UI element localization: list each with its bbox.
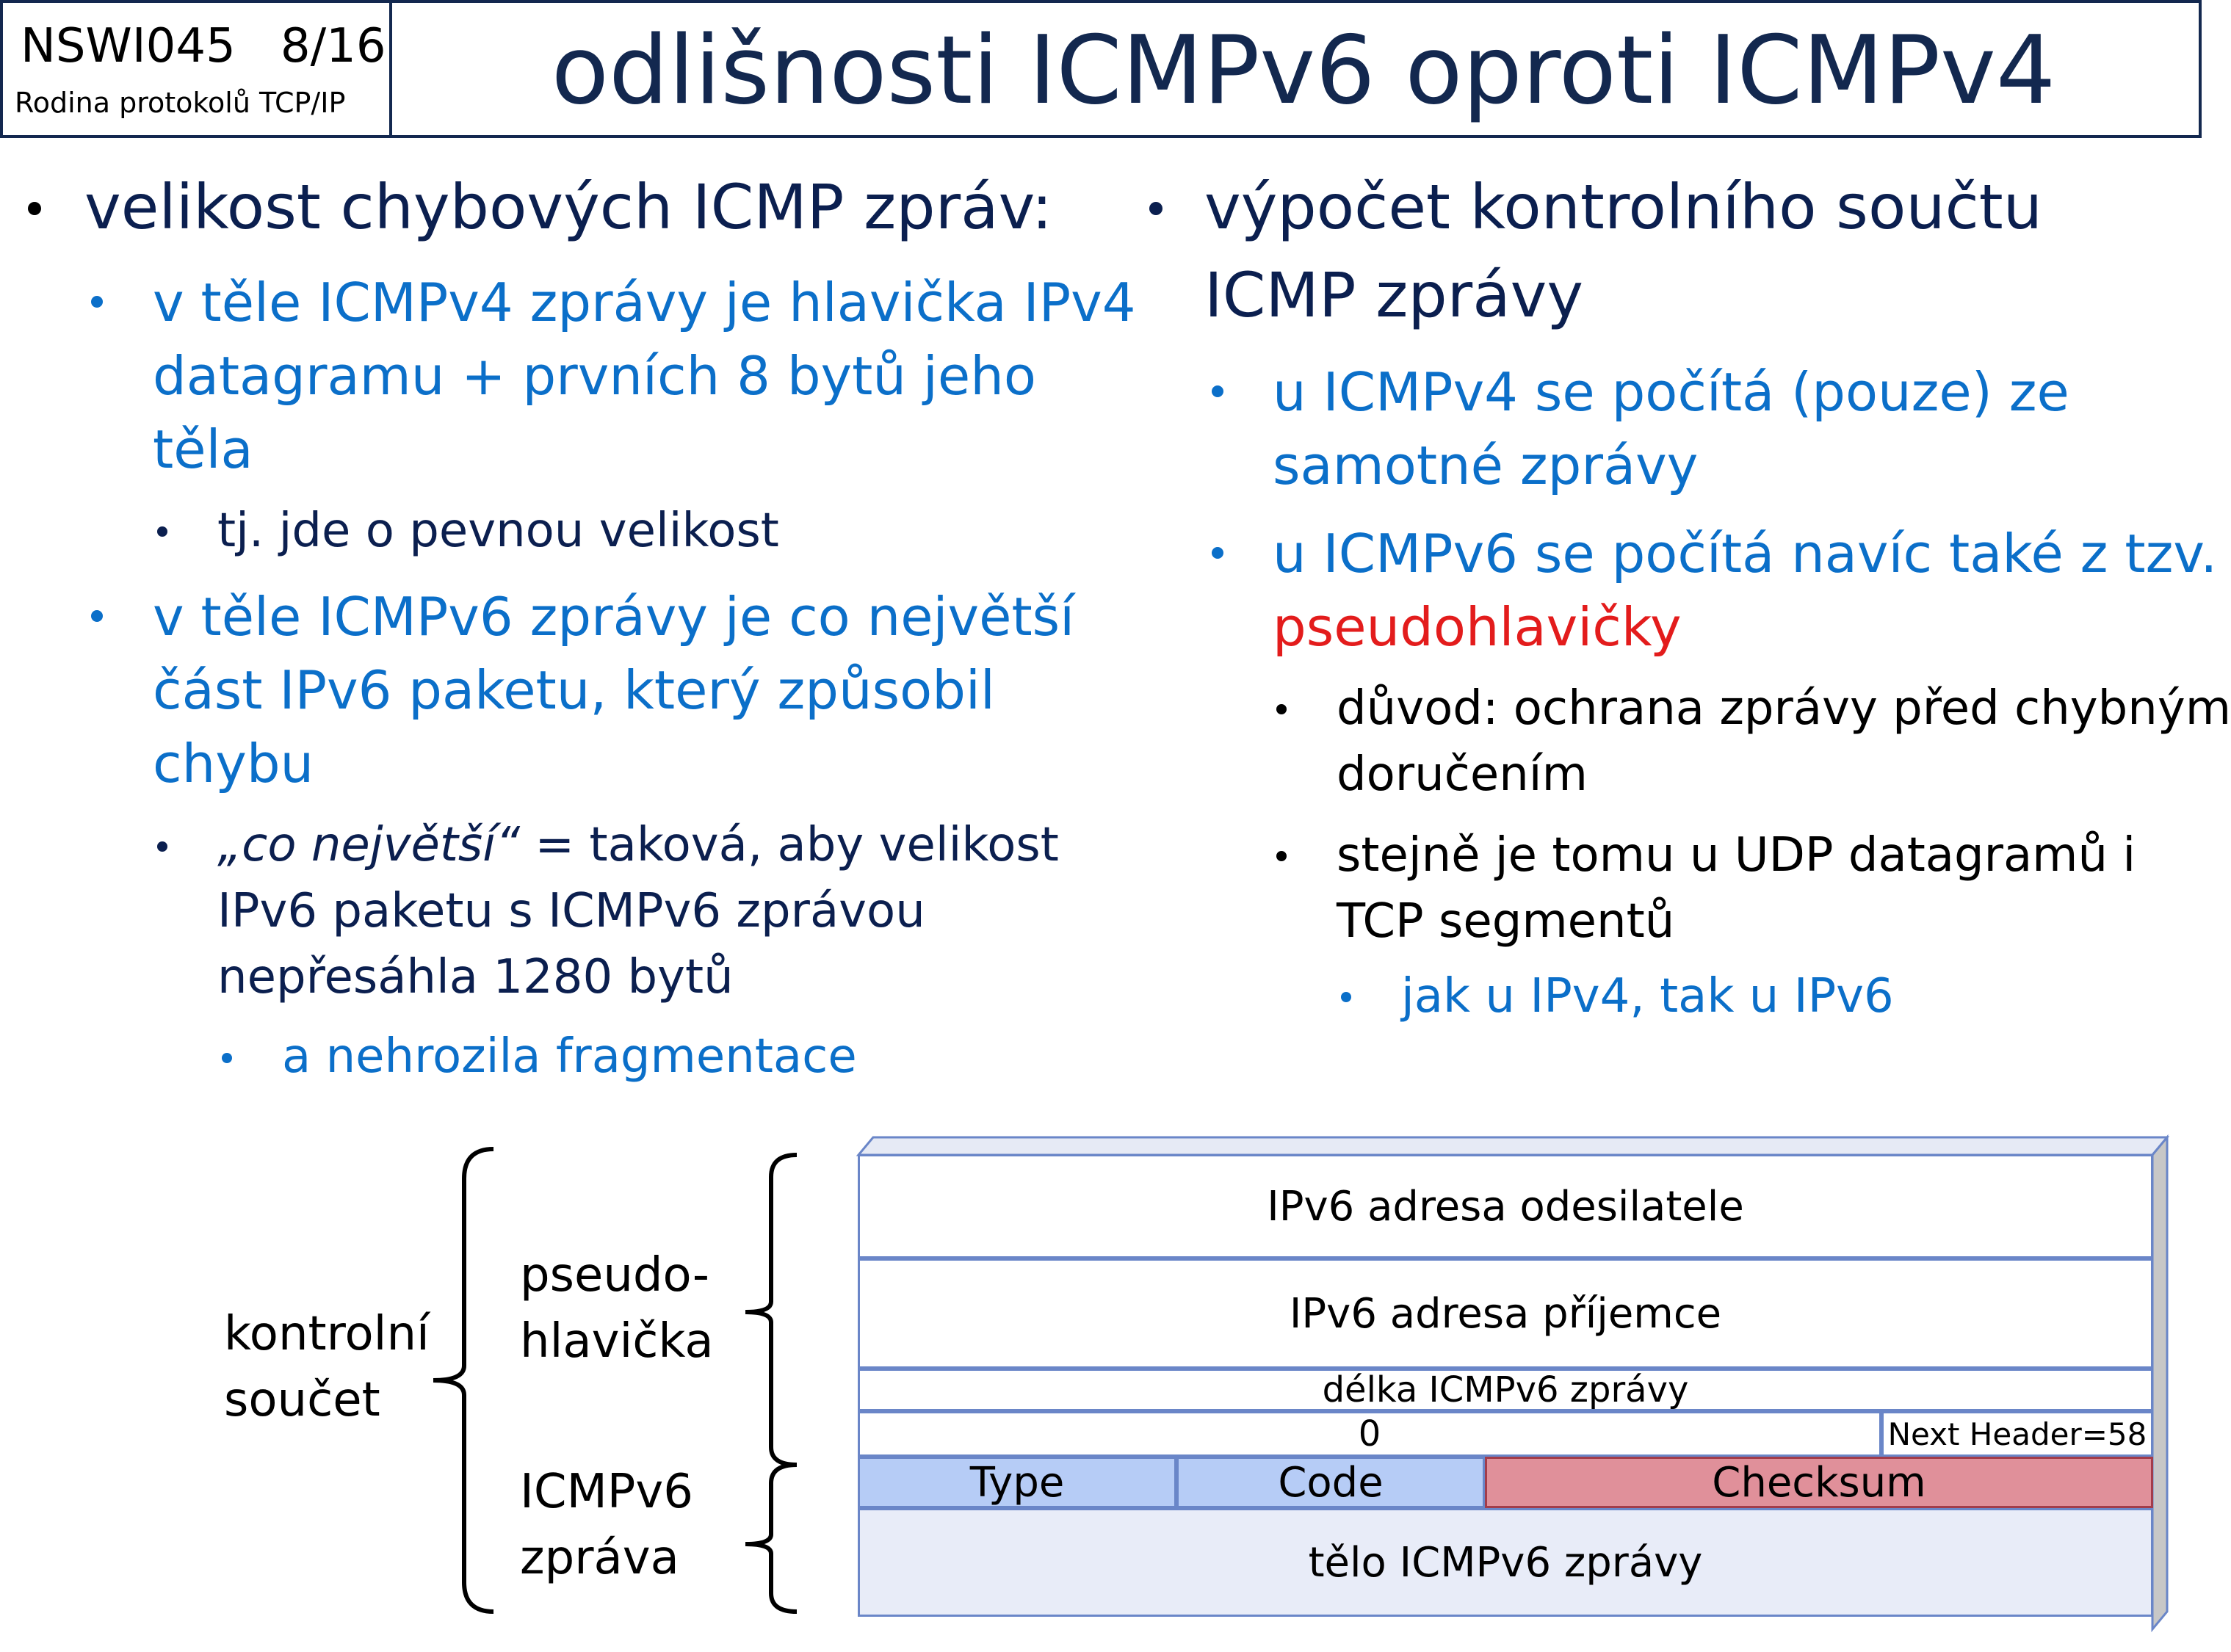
braces-graphic [433,1147,798,1614]
field-type: Type [858,1457,1176,1508]
header-frame [0,0,2202,138]
right-heading-1: výpočet kontrolního součtu [1204,171,2042,243]
left-c3: nepřesáhla 1280 bytů [217,950,734,1004]
left-b3: chybu [153,733,314,794]
row-message-length: délka ICMPv6 zprávy [858,1369,2153,1411]
bullet-dot [91,610,103,622]
bullet-dot [1212,547,1223,559]
checksum-label-2: součet [224,1373,380,1427]
right-a1: u ICMPv4 se počítá (pouze) ze [1273,361,2069,423]
row-message-body: tělo ICMPv6 zprávy [858,1508,2153,1617]
left-c1: „co největší“ = taková, aby velikost [217,818,1059,872]
course-subtitle: Rodina protokolů TCP/IP [15,87,346,119]
bullet-dot [1341,992,1351,1002]
row-destination-address: IPv6 adresa příjemce [858,1258,2153,1369]
icmp-label-2: zpráva [520,1531,679,1585]
right-e1: jak u IPv4, tak u IPv6 [1401,969,1894,1024]
left-b2: část IPv6 paketu, který způsobil [153,659,995,721]
right-b2-pseudoheader: pseudohlavičky [1273,596,1682,658]
brace-icmp-message [745,1463,798,1614]
right-d2: TCP segmentů [1337,894,1675,949]
slide-title: odlišnosti ICMPv6 oproti ICMPv4 [551,16,2056,126]
bullet-dot [157,526,167,537]
left-d1: a nehrozila fragmentace [282,1029,857,1084]
bullet-dot [1212,385,1223,397]
bullet-dot [91,296,103,308]
field-code: Code [1176,1457,1485,1508]
row-zero: 0 [858,1411,1881,1457]
header-divider [389,0,392,138]
icmp-label-1: ICMPv6 [520,1465,693,1519]
pseudo-label-2: hlavička [520,1314,714,1369]
bullet-dot [28,202,41,215]
bullet-dot [1276,704,1287,714]
right-b1: u ICMPv6 se počítá navíc také z tzv. [1273,523,2218,584]
left-c1-italic: „co největší“ [217,818,521,872]
right-c2: doručením [1337,747,1588,802]
left-c1-rest: = taková, aby velikost [520,818,1059,872]
field-checksum: Checksum [1485,1457,2153,1508]
right-c1: důvod: ochrana zprávy před chybným [1337,681,2231,736]
left-heading: velikost chybových ICMP zpráv: [84,171,1052,243]
packet-3d-edges [856,1134,2170,1633]
bullet-dot [1276,851,1287,861]
row-source-address: IPv6 adresa odesilatele [858,1154,2153,1258]
right-a2: samotné zprávy [1273,435,1699,496]
left-b1: v těle ICMPv6 zprávy je co největší [153,586,1075,648]
pseudo-label-1: pseudo- [520,1248,709,1303]
brace-checksum [433,1147,494,1614]
left-a-sub: tj. jde o pevnou velikost [217,504,779,558]
checksum-label-1: kontrolní [224,1307,430,1361]
left-a2: datagramu + prvních 8 bytů jeho [153,345,1036,407]
bullet-dot [157,841,167,852]
row-next-header: Next Header=58 [1881,1411,2153,1457]
bullet-dot [1149,202,1162,215]
right-d1: stejně je tomu u UDP datagramů i [1337,828,2136,883]
left-a1: v těle ICMPv4 zprávy je hlavička IPv4 [153,272,1136,333]
bullet-dot [222,1053,232,1063]
right-heading-2: ICMP zprávy [1204,259,1584,331]
course-code: NSWI045 8/16 [21,19,386,73]
left-a3: těla [153,419,253,480]
left-c2: IPv6 paketu s ICMPv6 zprávou [217,884,925,938]
brace-pseudo-header [745,1153,798,1467]
